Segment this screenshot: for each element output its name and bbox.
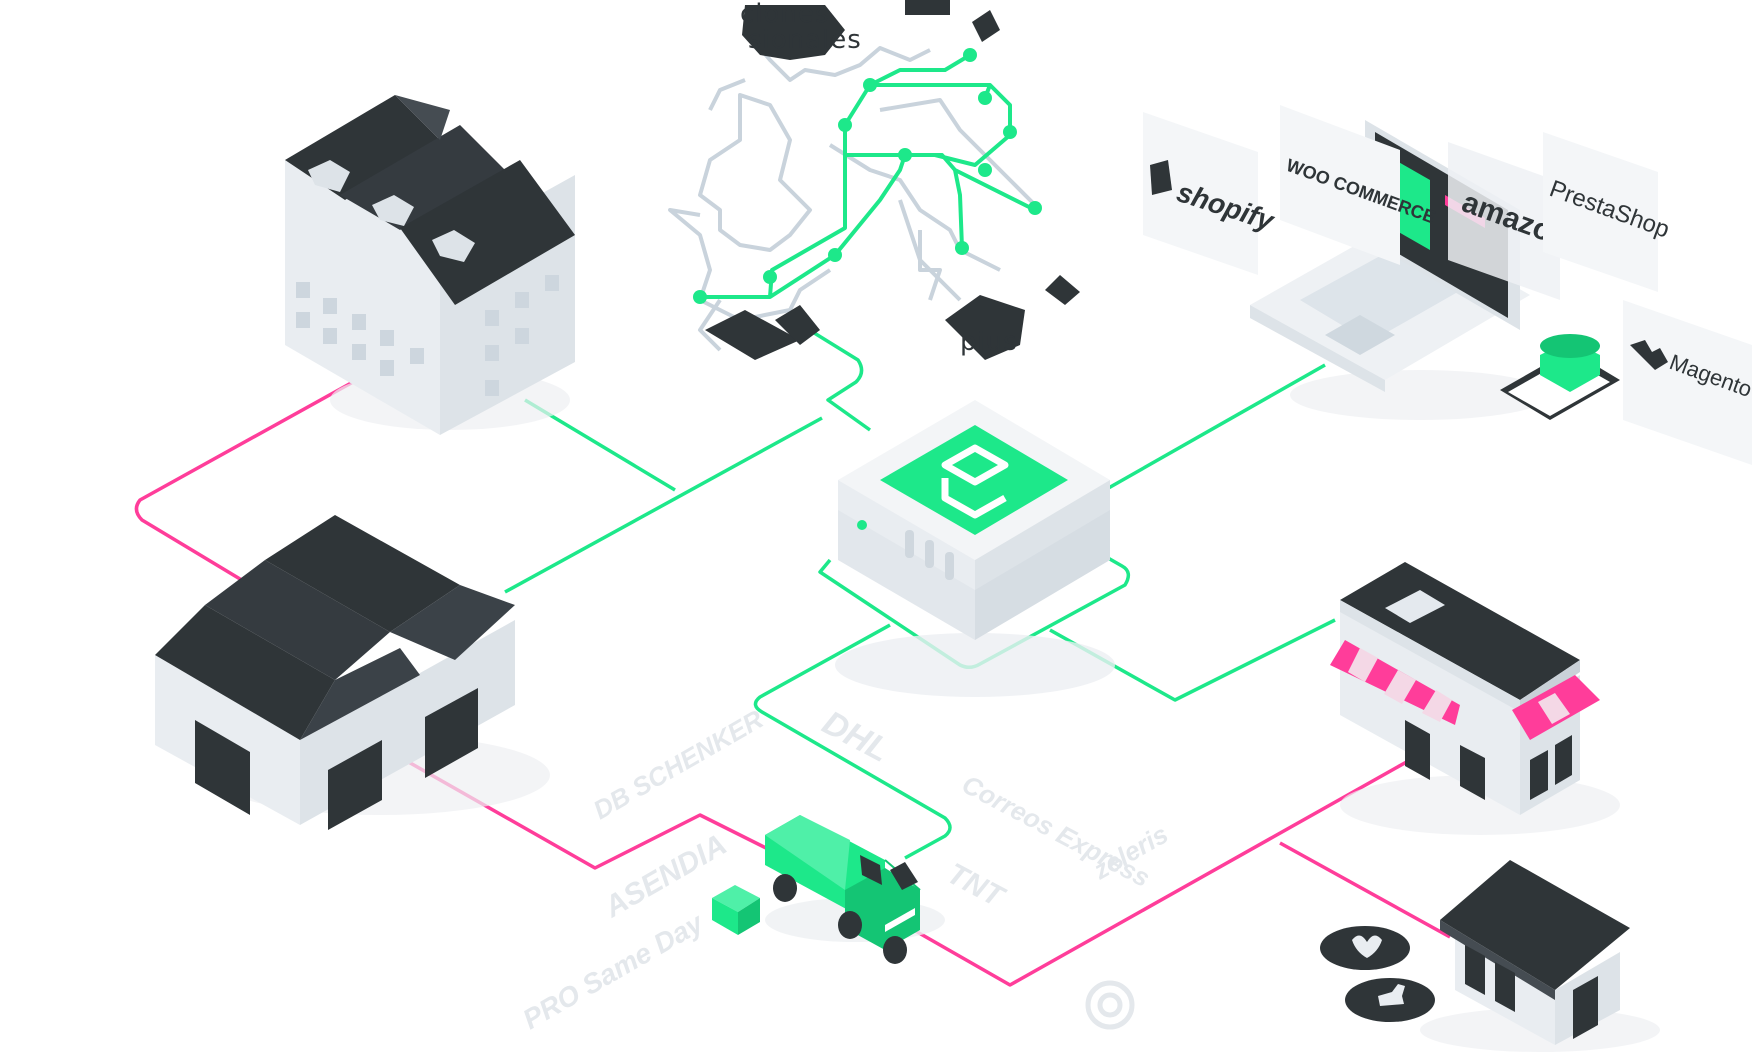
- green-line-hub-warehouse: [504, 416, 823, 594]
- pink-line-warehouse-van: [404, 758, 781, 870]
- green-line-hub-van: [753, 623, 952, 860]
- parcel-box-icon: [712, 885, 760, 935]
- carrier-db-schenker: DB SCHENKER: [588, 704, 768, 825]
- central-hub-server: [835, 400, 1115, 697]
- customer-house: [1320, 860, 1660, 1052]
- shop-awnings: [1330, 640, 1600, 740]
- map-route-nodes: [693, 48, 1042, 304]
- pink-line-factory-warehouse: [134, 375, 363, 587]
- map-label-islands: pius: [960, 327, 1018, 357]
- factory-windows: [296, 275, 559, 396]
- factory-building: [285, 95, 575, 435]
- retail-shop: [1330, 562, 1620, 835]
- review-thumbs-up-icon: [1345, 978, 1435, 1022]
- carrier-pro-same-day: PRO Same Day: [518, 906, 710, 1035]
- hub-logo-icon: [941, 444, 1009, 519]
- shopify-bag-icon: [1150, 160, 1172, 195]
- map-dark-tiles: [705, 0, 1080, 360]
- warehouse-doors: [195, 688, 478, 830]
- map-label-top: ciones: [740, 0, 829, 29]
- review-heart-icon: [1320, 926, 1410, 970]
- carrier-dhl: DHL: [816, 704, 896, 770]
- green-line-hub-laptop: [1104, 363, 1326, 492]
- delivery-van: [712, 815, 945, 964]
- phone-with-package: [1500, 334, 1620, 420]
- green-line-map-hub: [789, 316, 872, 432]
- magento-m-icon: [1630, 340, 1668, 370]
- card-shopify: shopify: [1143, 112, 1279, 275]
- carrier-tnt: TNT: [942, 857, 1011, 915]
- hub-status-light: [857, 520, 867, 530]
- pink-line-van-shop: [904, 758, 1411, 987]
- card-prestashop: PrestaShop: [1543, 132, 1673, 292]
- pink-line-branch-house: [1279, 841, 1451, 939]
- europe-map: ciones sionales pius: [668, 0, 1080, 360]
- map-label-second: sionales: [748, 25, 862, 55]
- card-magento: Magento: [1623, 300, 1752, 465]
- correos-horn-icon: [1085, 980, 1135, 1030]
- warehouse-building: [155, 515, 550, 830]
